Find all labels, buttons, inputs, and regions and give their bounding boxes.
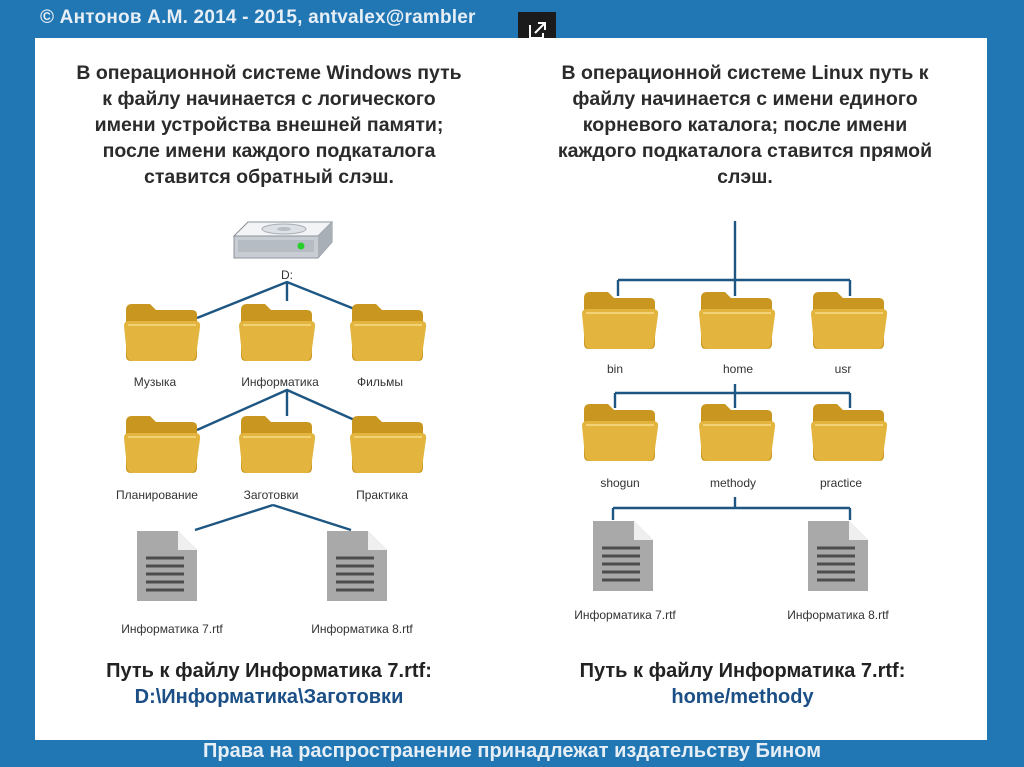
drive-label: D:	[281, 268, 293, 282]
folder-label: Фильмы	[357, 375, 403, 389]
document-icon	[593, 521, 653, 591]
folder-icon	[811, 404, 888, 461]
path-value: D:\Информатика\Заготовки	[134, 686, 404, 708]
folder-label: Планирование	[116, 488, 198, 502]
heading-line: к файлу начинается с логического	[102, 88, 436, 110]
slide-panel: В операционной системе Windows путь к фа…	[35, 38, 987, 740]
file-label: Информатика 8.rtf	[311, 622, 413, 636]
file-label: Информатика 7.rtf	[121, 622, 223, 636]
path-value: home/methody	[671, 686, 814, 708]
copyright-header: © Антонов А.М. 2014 - 2015, antvalex@ram…	[40, 7, 476, 28]
folder-icon	[124, 416, 201, 473]
folder-label: Практика	[356, 488, 408, 502]
heading-line: В операционной системе Windows путь	[76, 62, 462, 84]
heading-line: после имени каждого подкаталога	[102, 140, 436, 162]
folder-icon	[699, 404, 776, 461]
heading-line: корневого каталога; после имени	[582, 114, 908, 136]
path-title: Путь к файлу Информатика 7.rtf:	[106, 660, 432, 682]
heading-line: ставится обратный слэш.	[144, 166, 394, 188]
file-label: Информатика 7.rtf	[574, 608, 676, 622]
folder-icon	[699, 292, 776, 349]
hard-drive-icon	[232, 221, 334, 259]
document-icon	[327, 531, 387, 601]
document-icon	[137, 531, 197, 601]
folder-label: shogun	[600, 476, 640, 490]
rights-footer: Права на распространение принадлежат изд…	[203, 740, 821, 762]
file-label: Информатика 8.rtf	[787, 608, 889, 622]
folder-label: bin	[606, 362, 623, 376]
heading-line: В операционной системе Linux путь к	[561, 62, 929, 84]
folder-label: home	[722, 362, 754, 376]
heading-line: слэш.	[717, 166, 773, 188]
folder-icon	[811, 292, 888, 349]
folder-icon	[124, 304, 201, 361]
folder-icon	[239, 304, 316, 361]
folder-label: Информатика	[241, 375, 319, 389]
folder-label: methody	[709, 476, 757, 490]
folder-icon	[239, 416, 316, 473]
linux-heading: В операционной системе Linux путь к файл…	[515, 60, 975, 190]
folder-icon	[582, 404, 659, 461]
heading-line: имени устройства внешней памяти;	[94, 114, 444, 136]
folder-label: practice	[819, 476, 863, 490]
path-title: Путь к файлу Информатика 7.rtf:	[579, 660, 906, 682]
folder-label: Заготовки	[243, 488, 299, 502]
document-icon	[808, 521, 868, 591]
heading-line: файлу начинается с имени единого	[572, 88, 918, 110]
windows-heading: В операционной системе Windows путь к фа…	[45, 60, 493, 190]
folder-icon	[350, 304, 427, 361]
folder-label: usr	[834, 362, 852, 376]
tree-connectors	[194, 221, 852, 532]
heading-line: каждого подкаталога ставится прямой	[557, 140, 933, 162]
folder-icon	[582, 292, 659, 349]
folder-label: Музыка	[133, 375, 177, 389]
folder-icon	[350, 416, 427, 473]
